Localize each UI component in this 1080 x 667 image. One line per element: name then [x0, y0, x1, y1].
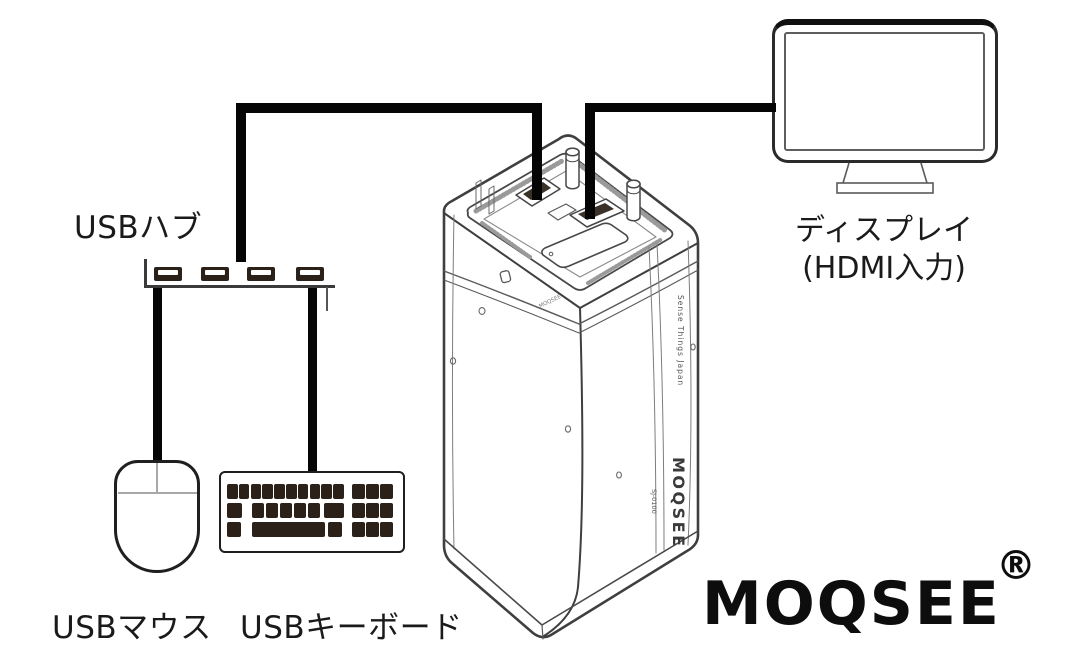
- mouse-button-divider: [156, 463, 158, 493]
- cable-device-usb-plug: [532, 103, 542, 200]
- keyboard-key: [227, 503, 242, 518]
- mouse-body-seam: [118, 492, 197, 494]
- cable-hub-to-mouse: [153, 287, 162, 464]
- display-label-line1: ディスプレイ: [795, 213, 973, 248]
- device-hatch-plate: [541, 222, 629, 269]
- keyboard-key: [366, 522, 379, 537]
- hub-port-4: [296, 267, 324, 281]
- keyboard-key: [286, 484, 297, 499]
- cable-hub-to-keyboard: [308, 287, 317, 473]
- usb-keyboard-illustration: [219, 471, 405, 553]
- usb-hub-label: USBハブ: [74, 210, 203, 246]
- keyboard-key: [352, 484, 365, 499]
- device-top-tray: [466, 152, 674, 291]
- hub-port-2-slot: [205, 270, 225, 275]
- keyboard-key: [227, 522, 241, 537]
- keyboard-key: [262, 484, 273, 499]
- hub-port-4-slot: [300, 270, 320, 275]
- keyboard-key: [238, 484, 250, 499]
- keyboard-key: [227, 484, 238, 499]
- keyboard-key: [266, 503, 278, 518]
- usb-keyboard-label: USBキーボード: [240, 610, 463, 646]
- keyboard-key: [308, 503, 320, 518]
- device-side-model-text: SJ-0100: [650, 489, 658, 514]
- cable-device-to-hub-horizontal: [236, 103, 542, 113]
- keyboard-key: [250, 484, 262, 499]
- hub-port-3-slot: [251, 270, 271, 275]
- keyboard-key: [366, 503, 379, 518]
- hub-port-3: [247, 267, 275, 281]
- keyboard-key: [328, 522, 342, 537]
- keyboard-key: [252, 522, 325, 537]
- keyboard-key: [380, 503, 393, 518]
- keyboard-key: [352, 522, 365, 537]
- display-monitor: [772, 19, 998, 163]
- cable-device-hdmi-plug: [585, 103, 595, 219]
- cable-device-to-display-horizontal: [585, 103, 776, 112]
- hub-right-tick: [326, 287, 328, 311]
- cable-device-to-hub-drop: [236, 103, 246, 262]
- antenna-post-1: [565, 147, 580, 190]
- hub-left-tick: [144, 259, 147, 287]
- keyboard-key: [366, 484, 379, 499]
- brand-logo: MOQSEE: [702, 569, 1001, 639]
- device-side-company-text: Sense Things Japan: [676, 295, 685, 386]
- hub-bar: [144, 285, 335, 288]
- keyboard-key: [274, 484, 285, 499]
- keyboard-key: [294, 503, 306, 518]
- keyboard-key: [324, 503, 344, 518]
- hub-port-1-slot: [158, 270, 178, 275]
- keyboard-key: [280, 503, 292, 518]
- keyboard-key: [309, 484, 321, 499]
- hub-port-2: [201, 267, 229, 281]
- device-side-brand-text: MOQSEE: [669, 457, 688, 549]
- antenna-post-2: [626, 179, 641, 222]
- display-label-line2: (HDMI入力): [802, 251, 966, 287]
- keyboard-key: [321, 484, 332, 499]
- device-body-outline: [442, 134, 700, 639]
- registered-trademark-icon: ®: [996, 543, 1036, 589]
- usb-mouse-label: USBマウス: [52, 610, 212, 646]
- device-illustration: Sense Things Japan MOQSEE SJ-0100 MOQSEE: [442, 134, 700, 640]
- display-label: ディスプレイ (HDMI入力): [778, 212, 990, 289]
- keyboard-key: [380, 522, 393, 537]
- keyboard-key: [297, 484, 309, 499]
- hub-port-1: [154, 267, 182, 281]
- keyboard-key: [252, 503, 264, 518]
- keyboard-key: [380, 484, 393, 499]
- keyboard-key: [352, 503, 365, 518]
- keyboard-key: [333, 484, 344, 499]
- display-stand: [836, 162, 934, 194]
- display-screen: [784, 32, 985, 151]
